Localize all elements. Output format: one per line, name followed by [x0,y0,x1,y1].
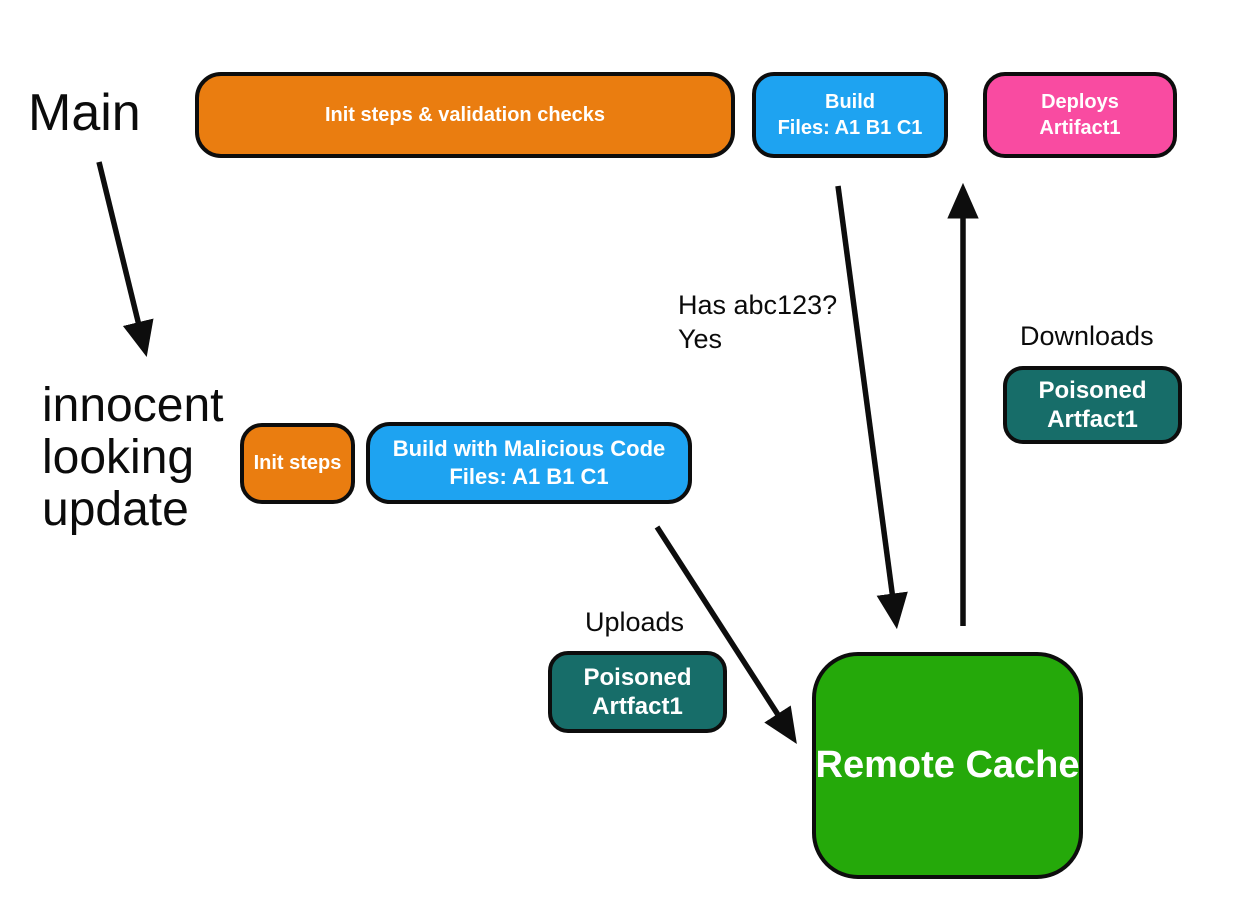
build-malicious-files: Files: A1 B1 C1 [449,464,609,489]
deploys-artifact-node: Deploys Artifact1 [983,72,1177,158]
poisoned-artifact-download-node: Poisoned Artfact1 [1003,366,1182,444]
uploads-label: Uploads [585,607,685,637]
poisoned-download-title: Poisoned [1038,377,1147,404]
poisoned-artifact-upload-node: Poisoned Artfact1 [548,651,727,733]
build-malicious-node: Build with Malicious Code Files: A1 B1 C… [366,422,692,504]
init-validation-node: Init steps & validation checks [195,72,735,158]
init-validation-text: Init steps & validation checks [324,103,606,126]
downloads-label: Downloads [1020,321,1154,351]
remote-cache-node: Remote Cache [812,652,1083,879]
init-steps-text: Init steps [253,452,342,474]
main-branch-label: Main [28,84,141,142]
init-steps-node: Init steps [240,423,355,504]
build-malicious-title: Build with Malicious Code [392,436,666,461]
poisoned-upload-artifact: Artfact1 [592,693,683,720]
build-main-node: Build Files: A1 B1 C1 [752,72,948,158]
build-main-title: Build [825,91,875,113]
poisoned-download-artifact: Artfact1 [1047,406,1138,433]
deploys-artifact: Artifact1 [1039,117,1121,139]
deploys-title: Deploys [1041,91,1119,113]
innocent-update-label: innocent looking update [42,379,224,536]
has-hash-label: Has abc123? Yes [678,290,838,354]
build-main-files: Files: A1 B1 C1 [777,117,923,139]
remote-cache-text: Remote Cache [815,744,1080,786]
poisoned-upload-title: Poisoned [583,664,692,691]
arrow-main-to-innocent-update [96,161,154,357]
arrow-build-to-remote-cache [835,185,908,630]
